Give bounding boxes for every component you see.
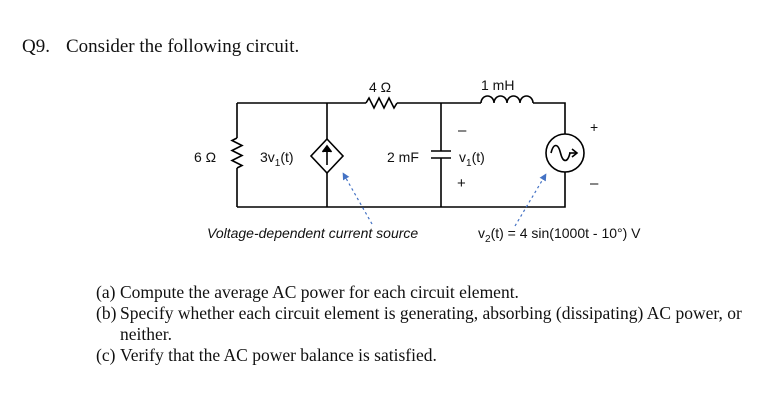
part-text: Verify that the AC power balance is sati…: [120, 345, 437, 365]
top-wire-right: [533, 102, 566, 134]
part-b: (b) Specify whether each circuit element…: [96, 303, 760, 345]
dep-annotation-arrow: [342, 172, 373, 225]
part-a: (a) Compute the average AC power for eac…: [96, 282, 760, 303]
label-dep-annotation: Voltage-dependent current source: [207, 225, 418, 241]
label-v1: v1(t): [459, 149, 485, 169]
inductor-1mh: [480, 95, 534, 104]
label-inductor: 1 mH: [481, 77, 514, 93]
label-v2-expression: v2(t) = 4 sin(1000t - 10°) V: [478, 225, 641, 245]
v2-minus-sign: –: [590, 175, 599, 192]
label-r-left: 6 Ω: [194, 149, 216, 165]
part-text: Compute the average AC power for each ci…: [120, 282, 519, 302]
part-label: (c): [96, 345, 116, 365]
label-r-top: 4 Ω: [369, 79, 391, 95]
part-label: (a): [96, 282, 116, 302]
label-capacitor: 2 mF: [387, 149, 419, 165]
bottom-wire: [237, 172, 566, 208]
part-c: (c) Verify that the AC power balance is …: [96, 345, 760, 366]
ac-voltage-source: [545, 133, 585, 173]
question-parts: (a) Compute the average AC power for eac…: [96, 282, 760, 366]
v1-minus-sign: –: [458, 122, 467, 139]
part-text: Specify whether each circuit element is …: [120, 303, 742, 344]
v1-plus-sign: +: [457, 175, 466, 192]
v2-annotation-arrow: [514, 173, 547, 227]
v2-plus-sign: +: [590, 119, 598, 135]
part-label: (b): [96, 303, 117, 323]
question-heading: Q9. Consider the following circuit.: [22, 36, 299, 58]
label-dep-source: 3v1(t): [260, 149, 294, 169]
question-number: Q9.: [22, 36, 50, 57]
resistor-6ohm: [230, 137, 244, 169]
resistor-4ohm: [365, 96, 398, 110]
question-prompt: Consider the following circuit.: [66, 36, 300, 57]
ac-sine-symbol: [550, 144, 571, 162]
